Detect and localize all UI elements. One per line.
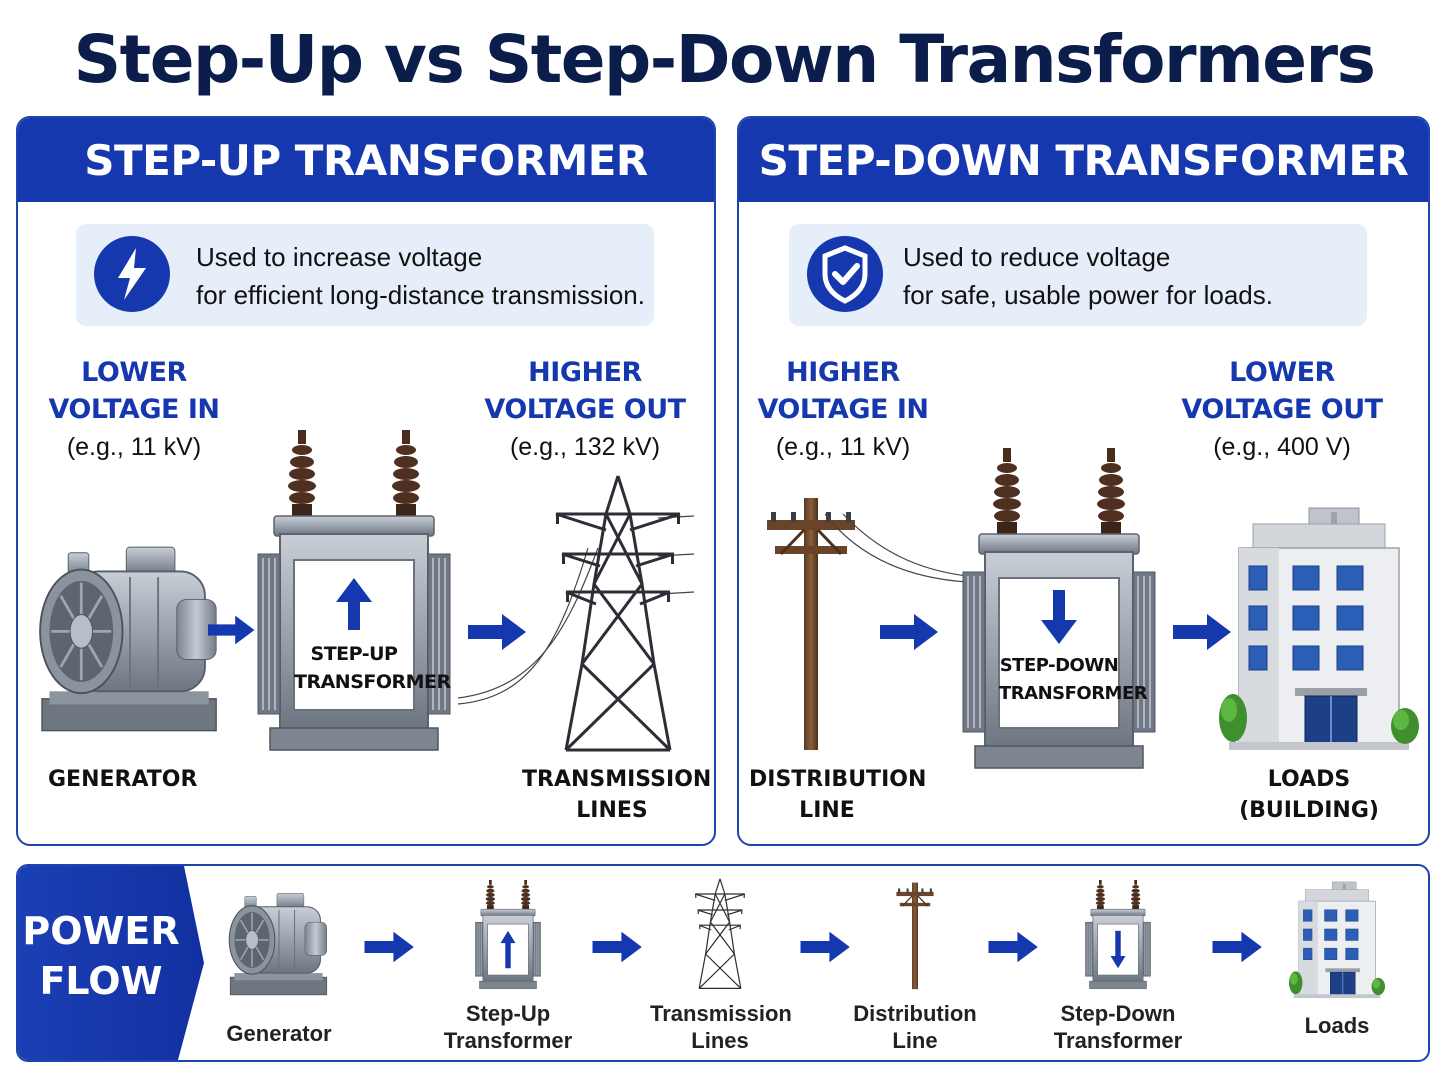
power-flow-heading-block: POWER FLOW <box>18 866 208 1060</box>
flow-label-distribution: Distribution Line <box>850 1000 980 1054</box>
step-down-description-line-2: for safe, usable power for loads. <box>903 276 1273 314</box>
heading-line-1: POWER <box>18 906 184 956</box>
source-label-line-2: LINE <box>749 795 905 826</box>
utility-pole-icon <box>887 880 943 990</box>
flow-step-step-up: Step-Up Transformer <box>438 880 578 1056</box>
input-label-line-2: VOLTAGE IN <box>32 391 236 428</box>
step-up-description-box: Used to increase voltage for efficient l… <box>76 224 654 326</box>
step-up-heading: STEP-UP TRANSFORMER <box>18 118 714 202</box>
label-line-2: Transformer <box>438 1027 578 1054</box>
flow-label-loads: Loads <box>1282 1012 1392 1039</box>
step-down-description-line-1: Used to reduce voltage <box>903 238 1273 276</box>
label-line-2: Transformer <box>1048 1027 1188 1054</box>
label-line-1: Distribution <box>850 1000 980 1027</box>
flow-label-generator: Generator <box>222 1020 336 1047</box>
flow-label-step-up: Step-Up Transformer <box>438 1000 578 1054</box>
step-down-output-label: LOWER VOLTAGE OUT <box>1179 354 1385 428</box>
label-line-1: Generator <box>222 1020 336 1047</box>
output-label-line-1: LOWER <box>1179 354 1385 391</box>
output-label-line-2: VOLTAGE OUT <box>478 391 692 428</box>
shield-check-icon <box>807 236 883 312</box>
transmission-tower-icon <box>692 878 748 990</box>
output-label-line-2: VOLTAGE OUT <box>1179 391 1385 428</box>
transformer-label-line-1: STEP-DOWN <box>999 652 1119 680</box>
source-label-line-1: DISTRIBUTION <box>749 764 905 795</box>
input-label-line-1: LOWER <box>32 354 236 391</box>
step-down-description-box: Used to reduce voltage for safe, usable … <box>789 224 1367 326</box>
arrow-right-icon <box>986 930 1042 964</box>
label-line-1: Loads <box>1282 1012 1392 1039</box>
step-up-output-example: (e.g., 132 kV) <box>478 433 692 462</box>
flow-label-step-down: Step-Down Transformer <box>1048 1000 1188 1054</box>
step-down-transformer-icon <box>1078 880 1158 992</box>
arrow-right-icon <box>590 930 646 964</box>
arrow-right-icon <box>1210 930 1266 964</box>
dest-label-line-2: LINES <box>522 795 702 826</box>
step-up-input-label: LOWER VOLTAGE IN <box>32 354 236 428</box>
step-down-input-label: HIGHER VOLTAGE IN <box>743 354 943 428</box>
step-up-transformer: STEP-UP TRANSFORMER <box>254 430 454 760</box>
step-down-panel: STEP-DOWN TRANSFORMER Used to reduce vol… <box>737 116 1430 846</box>
building-icon <box>1289 880 1385 1000</box>
transformer-icon <box>959 448 1159 778</box>
distribution-line-label: DISTRIBUTION LINE <box>749 764 905 826</box>
step-up-transformer-icon <box>468 880 548 992</box>
input-label-line-2: VOLTAGE IN <box>743 391 943 428</box>
transformer-label-line-2: TRANSFORMER <box>999 680 1119 708</box>
step-up-output-label: HIGHER VOLTAGE OUT <box>478 354 692 428</box>
flow-step-loads: Loads <box>1282 880 1392 1056</box>
step-up-description-line-1: Used to increase voltage <box>196 238 645 276</box>
step-down-transformer-label: STEP-DOWN TRANSFORMER <box>999 652 1119 708</box>
transformer-label-line-2: TRANSFORMER <box>294 668 414 696</box>
generator-icon <box>227 886 331 1000</box>
flow-step-generator: Generator <box>222 886 336 1056</box>
label-line-2: Lines <box>650 1027 790 1054</box>
step-up-description-line-2: for efficient long-distance transmission… <box>196 276 645 314</box>
page-title: Step-Up vs Step-Down Transformers <box>0 14 1448 106</box>
building-icon <box>1219 504 1419 754</box>
dest-label-line-1: LOADS <box>1239 764 1379 795</box>
transmission-lines-label: TRANSMISSION LINES <box>522 764 702 826</box>
heading-line-2: FLOW <box>18 956 184 1006</box>
dest-label-line-1: TRANSMISSION <box>522 764 702 795</box>
flow-label-transmission: Transmission Lines <box>650 1000 790 1054</box>
label-line-1: Step-Up <box>438 1000 578 1027</box>
loads-label: LOADS (BUILDING) <box>1239 764 1379 826</box>
transformer-icon <box>254 430 454 760</box>
dest-label-line-2: (BUILDING) <box>1239 795 1379 826</box>
power-wires <box>819 508 969 598</box>
transformer-label-line-1: STEP-UP <box>294 640 414 668</box>
step-down-transformer: STEP-DOWN TRANSFORMER <box>959 448 1159 778</box>
arrow-right-icon <box>877 612 943 652</box>
step-up-input-example: (e.g., 11 kV) <box>32 433 236 462</box>
step-down-output-example: (e.g., 400 V) <box>1179 433 1385 462</box>
label-line-1: Transmission <box>650 1000 790 1027</box>
transmission-tower-icon <box>548 474 688 754</box>
input-label-line-1: HIGHER <box>743 354 943 391</box>
arrow-right-icon <box>362 930 418 964</box>
label-line-1: Step-Down <box>1048 1000 1188 1027</box>
step-up-transformer-label: STEP-UP TRANSFORMER <box>294 640 414 696</box>
generator-icon <box>36 534 224 740</box>
flow-step-distribution: Distribution Line <box>850 880 980 1056</box>
power-flow-strip: POWER FLOW Generator Step-Up Transformer… <box>16 864 1430 1062</box>
arrow-right-icon <box>208 612 256 648</box>
label-line-2: Line <box>850 1027 980 1054</box>
step-down-heading: STEP-DOWN TRANSFORMER <box>739 118 1428 202</box>
generator-label: GENERATOR <box>48 764 192 795</box>
step-up-panel: STEP-UP TRANSFORMER Used to increase vol… <box>16 116 716 846</box>
lightning-bolt-icon <box>94 236 170 312</box>
arrow-right-icon <box>798 930 854 964</box>
power-flow-heading: POWER FLOW <box>18 906 184 1006</box>
step-down-input-example: (e.g., 11 kV) <box>743 433 943 462</box>
flow-step-step-down: Step-Down Transformer <box>1048 880 1188 1056</box>
flow-step-transmission: Transmission Lines <box>650 878 790 1056</box>
output-label-line-1: HIGHER <box>478 354 692 391</box>
